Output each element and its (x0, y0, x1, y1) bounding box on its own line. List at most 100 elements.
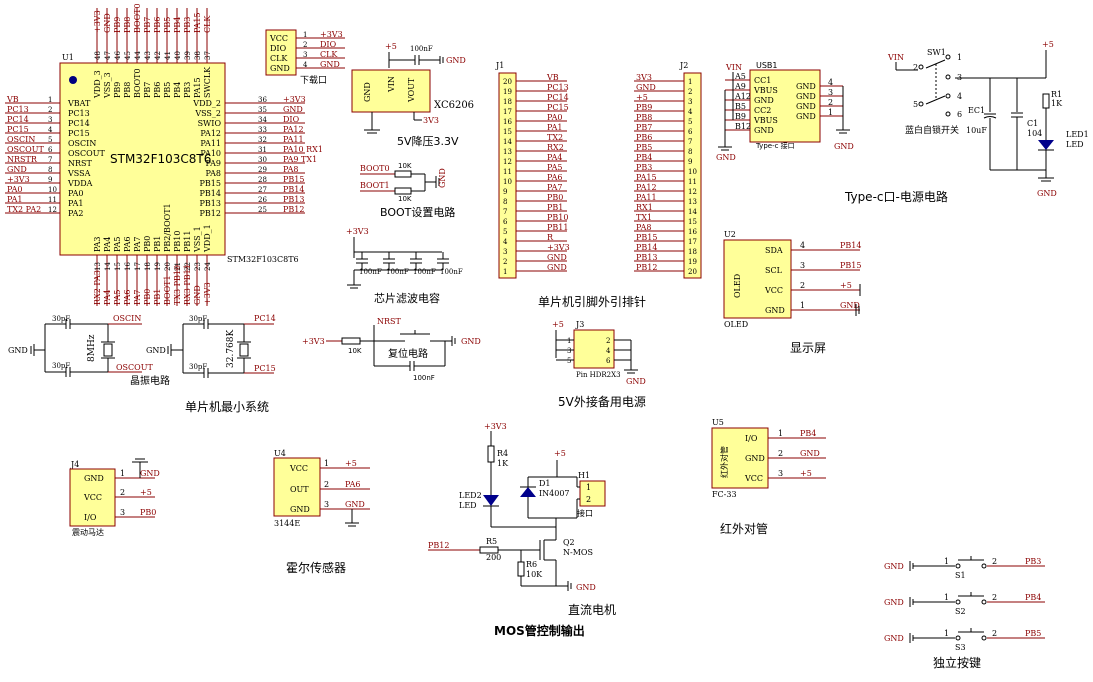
motor-ctrl: PB12 (428, 541, 449, 550)
motor-net-5: +5 (554, 449, 566, 458)
mcu-right-net: PA10 RX1 (283, 145, 323, 154)
mcu-top-num: 39 (184, 51, 192, 60)
motor-h1-val: 接口 (577, 508, 593, 518)
mcu-left-net: +3V3 (7, 175, 30, 184)
j1-pin-net: PC14 (547, 93, 569, 102)
mcu-bottom-net: PB1 (153, 289, 162, 305)
mcu-left-name: OSCOUT (68, 149, 105, 158)
ir-pin-num: 2 (778, 449, 783, 458)
mcu-left-net: NRSTR (7, 155, 38, 164)
filter-caption: 芯片滤波电容 (374, 291, 440, 305)
j1-pin-num: 12 (503, 158, 512, 166)
motor-block: +3V3 R4 1K LED2 LED +5 D1 IN4007 H1 1 2 … (428, 422, 616, 638)
power-caption: Type-c口-电源电路 (844, 189, 948, 204)
power-switch-pin-num: 1 (957, 53, 962, 62)
vibration-pin-net: +5 (140, 488, 152, 497)
motor-r6: R6 (526, 560, 537, 569)
mcu-left-net: PC15 (7, 125, 29, 134)
j2-pin-num: 18 (688, 248, 697, 256)
oled-pin-net: +5 (840, 281, 852, 290)
j2-pin-net: PB5 (636, 143, 652, 152)
mcu-right-net: +3V3 (283, 95, 306, 104)
motor-diode-icon (520, 487, 536, 497)
download-pin-net: GND (320, 60, 340, 69)
mcu-left-name: PA1 (68, 199, 84, 208)
power-c: C1 (1027, 119, 1038, 128)
mcu-bottom-net: PA6 (123, 289, 132, 305)
j1-pin-num: 16 (503, 118, 512, 126)
ext5v-pin-num: 6 (606, 357, 611, 365)
mcu-top-num: 42 (154, 51, 162, 60)
oled-label: OLED (724, 320, 748, 329)
mcu-left-num: 9 (48, 176, 52, 184)
j1-pin-num: 3 (503, 248, 507, 256)
mcu-bottom-name: PA4 (103, 236, 112, 252)
ext5v-ref: J3 (575, 320, 584, 329)
download-pin-num: 2 (303, 41, 307, 49)
j2-pin-num: 12 (688, 188, 697, 196)
oled-pin-num: 2 (800, 281, 805, 290)
motor-d1-val: IN4007 (539, 489, 570, 498)
key-ref: S3 (955, 643, 966, 652)
ldo-gnd-net: GND (446, 56, 466, 65)
mcu-right-num: 31 (258, 146, 267, 154)
hall-pin-net: PA6 (345, 480, 361, 489)
j1-pin-num: 15 (503, 128, 512, 136)
j2-pin-num: 9 (688, 158, 692, 166)
mcu-top-num: 44 (134, 51, 142, 60)
oled-pin-name: VCC (764, 286, 783, 295)
ext5v-pin-num: 4 (606, 347, 611, 355)
crystal-caption: 晶振电路 (130, 374, 170, 387)
mcu-right-num: 28 (258, 176, 267, 184)
mcu-bottom-num: 18 (144, 262, 152, 271)
j1-pin-net: TX2 (547, 133, 563, 142)
ext5v-pin-num: 3 (567, 347, 571, 355)
motor-q-val: N-MOS (563, 548, 593, 557)
mcu-right-name: PA10 (200, 149, 221, 158)
motor-r5-val: 200 (486, 553, 501, 562)
j1-pin-net: PB10 (547, 213, 568, 222)
j2-pin-net: PB6 (636, 133, 652, 142)
motor-r5: R5 (486, 537, 497, 546)
motor-h1-pin1: 1 (586, 483, 591, 492)
power-c-val: 104 (1027, 129, 1042, 138)
hall-part: 3144E (274, 519, 300, 528)
mcu-left-name: VSSA (67, 169, 91, 178)
mcu-bottom-net: RX3 PB11 (183, 264, 192, 305)
mcu-left-name: PA2 (68, 209, 84, 218)
mcu-top-net: PB3 (183, 17, 192, 33)
vibration-pin-name: VCC (83, 493, 102, 502)
usb-right-name: GND (796, 102, 816, 111)
mcu-bottom-num: 19 (154, 262, 162, 271)
keys-caption: 独立按键 (933, 655, 981, 670)
usb-pin-name: CC1 (754, 76, 771, 85)
mcu-bottom-name: PA5 (113, 236, 122, 252)
mcu-right-net: DIO (283, 115, 300, 124)
mcu-left-net: GND (7, 165, 27, 174)
mcu-right-name: PB14 (200, 189, 221, 198)
j2-pin-num: 14 (688, 208, 697, 216)
filter-cap-val: 100nF (413, 268, 436, 276)
crystal-x1-cap2: 30pF (52, 362, 70, 370)
crystal-x1-out: OSCOUT (116, 363, 153, 372)
mcu-top-num: 45 (124, 51, 132, 60)
reset-block: +3V3 10K NRST 复位电路 100nF GND (302, 317, 481, 382)
ir-body (711, 427, 769, 489)
j1-pin-num: 13 (503, 148, 512, 156)
mcu-part-bottom: STM32F103C8T6 (227, 255, 299, 264)
oled-pin-num: 3 (800, 261, 805, 270)
usb-right-num: 3 (828, 88, 833, 97)
ir-pin-name: I/O (745, 434, 758, 443)
oled-pin-name: SCL (765, 266, 783, 275)
mcu-ref: U1 (62, 53, 74, 62)
j2-pin-num: 6 (688, 128, 693, 136)
usb-gnd-left: GND (716, 153, 736, 162)
mcu-bottom-num: 16 (124, 262, 132, 271)
boot-block: BOOT0 10K BOOT1 10K GND BOOT设置电路 (360, 162, 455, 219)
